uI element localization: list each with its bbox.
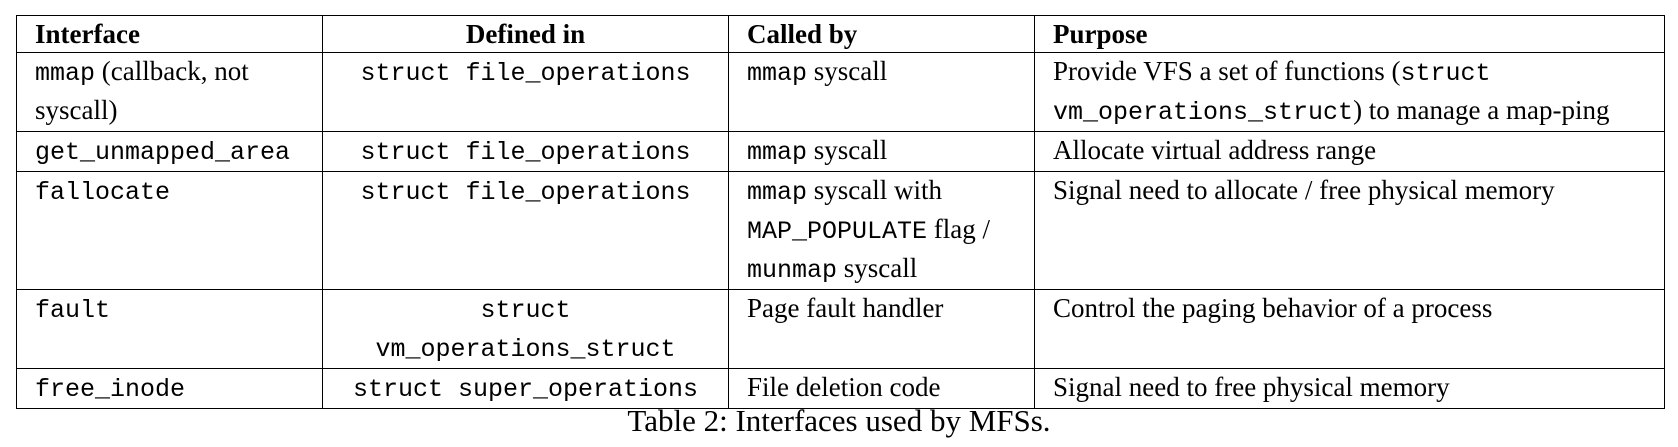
purpose-cell: Allocate virtual address range xyxy=(1034,131,1665,172)
defined-in-struct: struct file_operations xyxy=(360,59,691,88)
called-by-text: Page fault handler xyxy=(747,293,944,323)
called-by-code: mmap xyxy=(747,59,808,88)
table-row: free_inode struct super_operations File de… xyxy=(16,368,1665,409)
interface-name: fallocate xyxy=(35,178,171,207)
called-by-cell: mmap syscall with MAP_POPULATE flag / mu… xyxy=(728,171,1035,290)
header-interface: Interface xyxy=(16,15,323,53)
defined-in-struct: struct file_operations xyxy=(360,178,691,207)
interfaces-table: Interface Defined in Called by Purpose m… xyxy=(16,15,1665,409)
defined-in-cell: struct file_operations xyxy=(322,171,729,290)
header-purpose: Purpose xyxy=(1034,15,1665,53)
defined-in-cell: struct file_operations xyxy=(322,52,729,132)
table-row: fallocate struct file_operations mmap sysc… xyxy=(16,171,1665,290)
purpose-text: Signal need to allocate / free physical … xyxy=(1053,175,1555,205)
called-by-cell: mmap syscall xyxy=(728,131,1035,172)
called-by-code: MAP_POPULATE xyxy=(747,217,928,246)
purpose-cell: Control the paging behavior of a process xyxy=(1034,289,1665,369)
called-by-cell: Page fault handler xyxy=(728,289,1035,369)
purpose-cell: Provide VFS a set of functions (struct v… xyxy=(1034,52,1665,132)
called-by-code: munmap xyxy=(747,256,838,285)
table-row: fault struct vm_operations_struct Page fau… xyxy=(16,289,1665,369)
defined-in-struct: struct file_operations xyxy=(360,138,691,167)
called-by-text: flag / xyxy=(927,214,991,244)
called-by-code: mmap xyxy=(747,138,808,167)
defined-in-cell: struct file_operations xyxy=(322,131,729,172)
called-by-text: syscall with xyxy=(807,175,943,205)
purpose-text: Control the paging behavior of a process xyxy=(1053,293,1493,323)
purpose-text: Provide VFS a set of functions ( xyxy=(1053,56,1401,86)
interface-cell: fallocate xyxy=(16,171,323,290)
purpose-text: Signal need to free physical memory xyxy=(1053,372,1450,402)
interface-name: get_unmapped_area xyxy=(35,138,291,167)
purpose-text: Allocate virtual address range xyxy=(1053,135,1377,165)
called-by-cell: File deletion code xyxy=(728,368,1035,409)
defined-in-struct: struct super_operations xyxy=(352,375,699,404)
purpose-text: ) to manage a map-ping xyxy=(1353,95,1610,125)
table-caption: Table 2: Interfaces used by MFSs. xyxy=(627,403,1051,438)
called-by-code: mmap xyxy=(747,178,808,207)
interface-note: (callback, not syscall) xyxy=(35,56,249,125)
header-defined-in: Defined in xyxy=(322,15,729,53)
called-by-text: syscall xyxy=(837,253,918,283)
purpose-code: struct vm_operations_struct xyxy=(1053,59,1491,127)
defined-in-struct: struct vm_operations_struct xyxy=(375,296,676,364)
defined-in-cell: struct super_operations xyxy=(322,368,729,409)
interface-cell: mmap (callback, not syscall) xyxy=(16,52,323,132)
purpose-cell: Signal need to allocate / free physical … xyxy=(1034,171,1665,290)
called-by-text: syscall xyxy=(807,56,888,86)
table-row: mmap (callback, not syscall) struct file_… xyxy=(16,52,1665,132)
interface-name: fault xyxy=(35,296,111,325)
called-by-cell: mmap syscall xyxy=(728,52,1035,132)
table-row: get_unmapped_area struct file_operations m… xyxy=(16,131,1665,172)
defined-in-cell: struct vm_operations_struct xyxy=(322,289,729,369)
table-header-row: Interface Defined in Called by Purpose xyxy=(16,15,1665,53)
interface-name: mmap xyxy=(35,59,96,88)
header-called-by: Called by xyxy=(728,15,1035,53)
interface-name: free_inode xyxy=(35,375,186,404)
purpose-cell: Signal need to free physical memory xyxy=(1034,368,1665,409)
interface-cell: get_unmapped_area xyxy=(16,131,323,172)
called-by-text: File deletion code xyxy=(747,372,941,402)
called-by-text: syscall xyxy=(807,135,888,165)
interface-cell: fault xyxy=(16,289,323,369)
